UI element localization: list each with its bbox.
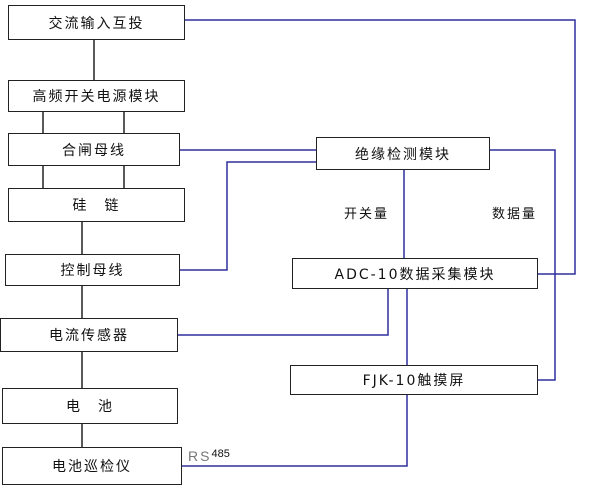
adc-acquisition-module-label: ADC-10数据采集模块 — [334, 266, 496, 283]
hf-switch-power-module-label: 高频开关电源模块 — [32, 89, 161, 105]
data-quantity-label: 数据量 — [492, 207, 538, 222]
current-sensor-box: 电流传感器 — [0, 318, 178, 352]
connector-inspector-to-screen — [182, 395, 408, 467]
rs485-prefix: RS — [188, 448, 212, 464]
rs485-number: 485 — [211, 448, 230, 460]
hf-switch-power-module-box: 高频开关电源模块 — [8, 80, 185, 112]
switch-quantity-label: 开关量 — [344, 207, 390, 222]
battery-inspector-label: 电池巡检仪 — [52, 459, 132, 475]
insulation-detection-module-label: 绝缘检测模块 — [355, 146, 451, 163]
insulation-detection-module-box: 绝缘检测模块 — [316, 137, 490, 170]
fjk-touch-screen-box: FJK-10触摸屏 — [290, 365, 538, 395]
silicon-chain-box: 硅 链 — [8, 188, 185, 222]
battery-inspector-box: 电池巡检仪 — [2, 447, 182, 485]
adc-acquisition-module-box: ADC-10数据采集模块 — [292, 258, 538, 289]
closing-busbar-label: 合闸母线 — [62, 142, 126, 159]
connector-sensor-to-adc — [178, 289, 389, 336]
closing-busbar-box: 合闸母线 — [8, 133, 180, 166]
connector-insulation-to-screen-data — [490, 149, 556, 381]
battery-box: 电 池 — [2, 388, 178, 424]
battery-label: 电 池 — [66, 399, 114, 415]
silicon-chain-label: 硅 链 — [72, 198, 121, 214]
control-busbar-label: 控制母线 — [60, 263, 125, 279]
ac-input-switch-box: 交流输入互投 — [8, 5, 185, 40]
connector-control-to-insulation — [180, 161, 316, 271]
fjk-touch-screen-label: FJK-10触摸屏 — [362, 373, 466, 389]
rs485-label: RS485 — [188, 448, 230, 466]
connector-ac-to-adc — [185, 19, 576, 275]
current-sensor-label: 电流传感器 — [49, 328, 129, 344]
control-busbar-box: 控制母线 — [5, 254, 180, 286]
ac-input-switch-label: 交流输入互投 — [48, 15, 145, 32]
